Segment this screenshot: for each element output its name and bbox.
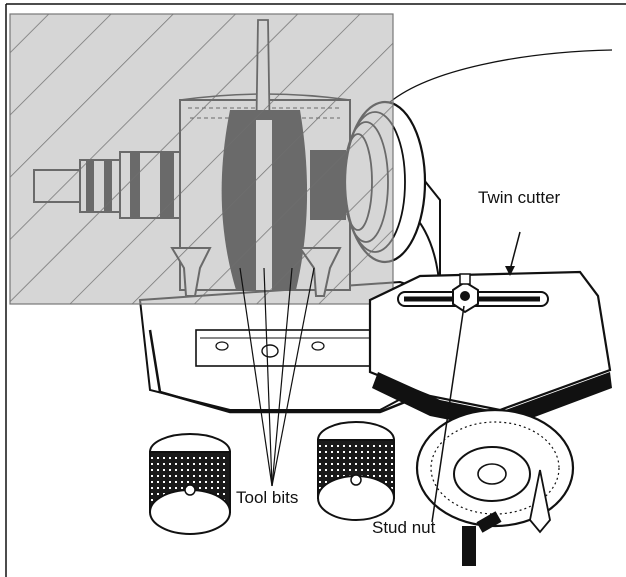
twin-cutter-arm (368, 270, 612, 430)
stud-nut-part (452, 273, 479, 314)
dial-wheel (415, 408, 575, 566)
leader-tool-bits (239, 267, 315, 487)
leader-stud-nut (431, 305, 465, 523)
tool-bits-label: Tool bits (236, 488, 299, 507)
leader-twin-cutter (505, 231, 521, 276)
twin-cutter-label: Twin cutter (478, 188, 561, 207)
knurled-knob-right (317, 421, 395, 521)
knurled-knob-left (149, 433, 231, 535)
stud-nut-label: Stud nut (372, 518, 436, 537)
hatched-region (9, 13, 394, 305)
cable-line (389, 49, 613, 103)
